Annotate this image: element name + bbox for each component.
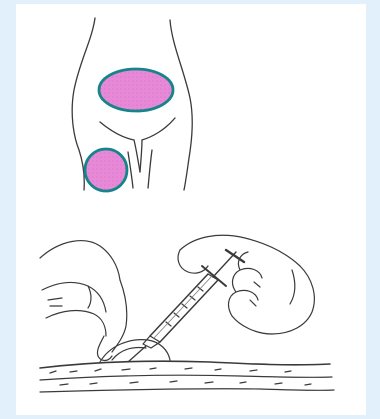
thigh-site-marker	[85, 149, 127, 191]
injection-illustration	[40, 235, 334, 392]
abdomen-site-marker	[99, 69, 173, 111]
